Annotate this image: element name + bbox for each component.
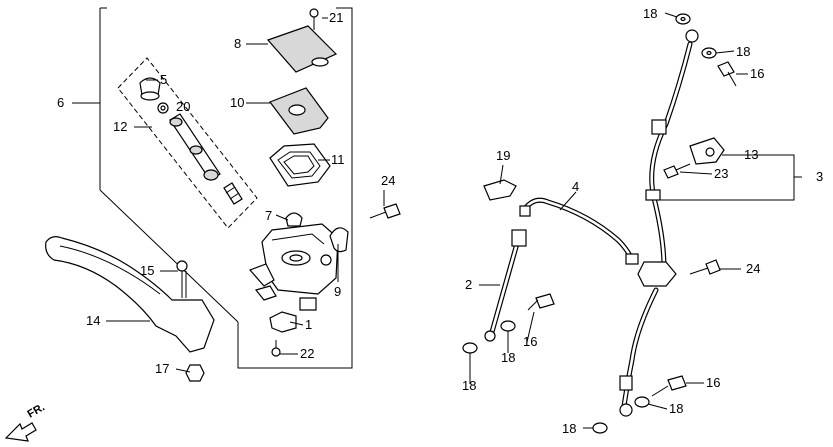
brake-hose-3-part	[645, 29, 699, 271]
washer-18-upper-part	[701, 47, 717, 59]
callout-14: 14	[86, 313, 100, 328]
callout-3: 3	[816, 169, 823, 184]
bolt-16-upper-part	[717, 61, 737, 87]
callout-23: 23	[714, 166, 728, 181]
washer-18-top-part	[675, 13, 691, 25]
callout-17: 17	[155, 361, 169, 376]
callout-19: 19	[496, 148, 510, 163]
callout-8: 8	[234, 36, 241, 51]
callout-12: 12	[113, 119, 127, 134]
brake-hose-2-part	[484, 229, 527, 342]
bolt-23-part	[663, 163, 691, 179]
callout-18-upper: 18	[736, 44, 750, 59]
clamp-13-part	[689, 137, 725, 165]
callout-1: 1	[305, 317, 312, 332]
callout-labels: 21 8 5 6 10 20 12 11 7 24 9 15 14 1 22 1…	[57, 6, 823, 436]
callout-24-upper: 24	[381, 173, 395, 188]
brake-hose-lower-part	[619, 261, 677, 417]
callout-22: 22	[300, 346, 314, 361]
screw-22-part	[271, 340, 281, 357]
snap-ring-part	[157, 102, 169, 114]
spring-part	[223, 182, 243, 205]
screw-21-part	[309, 8, 319, 30]
bolt-24-lower-part	[689, 259, 721, 275]
diaphragm-part	[269, 143, 331, 187]
washer-18-left-part	[462, 342, 478, 354]
callout-9: 9	[334, 284, 341, 299]
callout-2: 2	[465, 277, 472, 292]
reservoir-cap-part	[266, 25, 338, 73]
callout-5: 5	[160, 72, 167, 87]
callout-16-middle: 16	[523, 334, 537, 349]
callout-18-bottom: 18	[562, 421, 576, 436]
callout-16-upper: 16	[750, 66, 764, 81]
washer-18-lower-right-part	[634, 396, 650, 408]
front-brake-lever-part	[45, 236, 215, 353]
callout-18-lower-right: 18	[669, 401, 683, 416]
callout-7: 7	[265, 208, 272, 223]
reservoir-plate-part	[269, 87, 329, 135]
bolt-16-lower-part	[651, 375, 687, 397]
callout-18-middle: 18	[501, 350, 515, 365]
callout-18-top: 18	[643, 6, 657, 21]
leader-lines	[106, 12, 748, 429]
callout-11: 11	[331, 152, 345, 167]
reservoir-boot-part	[139, 77, 161, 101]
cap-seal-7-part	[285, 212, 303, 227]
callout-16-lower: 16	[706, 375, 720, 390]
callout-15: 15	[140, 263, 154, 278]
bolt-24-upper-part	[369, 203, 401, 219]
callout-18-left: 18	[462, 378, 476, 393]
piston-part	[169, 113, 221, 181]
washer-18-bottom-part	[592, 422, 608, 434]
brake-pipe-part	[519, 197, 639, 265]
master-cylinder-body-part	[248, 223, 339, 311]
clamp-9-part	[329, 227, 349, 253]
switch-1-part	[269, 311, 297, 333]
callout-21: 21	[329, 10, 343, 25]
callout-10: 10	[230, 95, 244, 110]
washer-18-middle-part	[500, 320, 516, 332]
callout-6: 6	[57, 95, 64, 110]
callout-4: 4	[572, 179, 579, 194]
callout-20: 20	[176, 99, 190, 114]
pivot-bolt-15-part	[176, 260, 188, 298]
direction-label: FR.	[26, 401, 47, 420]
bolt-16-middle-part	[527, 293, 555, 311]
front-direction-arrow: FR.	[4, 401, 47, 442]
callout-24-lower: 24	[746, 261, 760, 276]
hose-group-bracket	[660, 154, 802, 201]
pivot-nut-17-part	[185, 364, 205, 382]
piston-kit-frame	[117, 57, 258, 229]
master-cylinder-group-frame	[72, 7, 353, 369]
callout-13: 13	[744, 147, 758, 162]
